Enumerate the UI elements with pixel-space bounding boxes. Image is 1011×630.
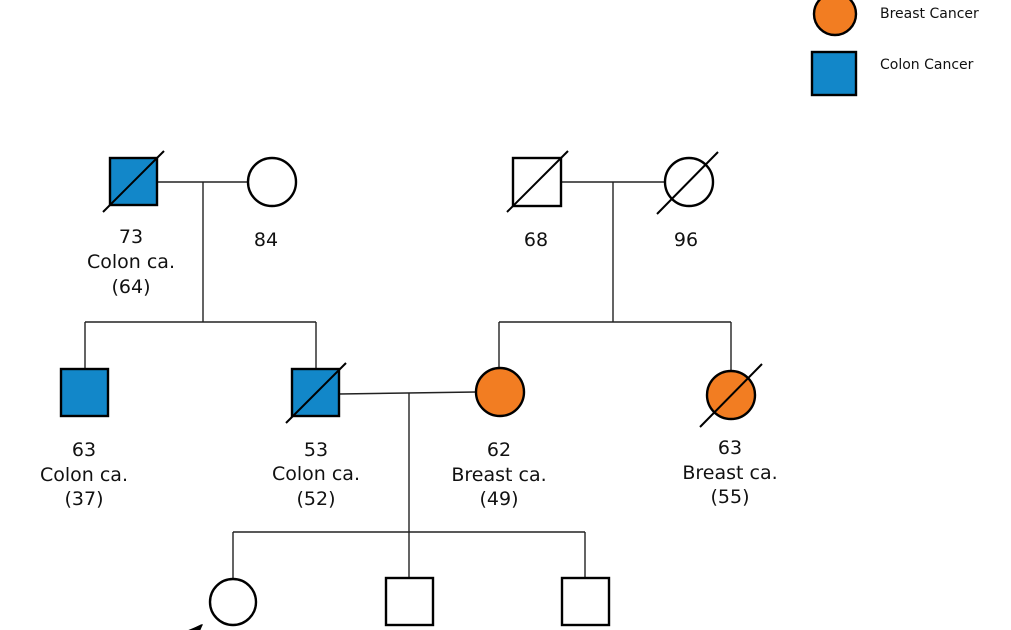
father-deceased-slash	[285, 362, 347, 424]
maternal-aunt-onset-age: (55)	[710, 486, 749, 508]
mother-diagnosis: Breast ca.	[451, 464, 546, 486]
brother-1	[384, 576, 435, 627]
paternal-uncle-age: 63	[72, 439, 96, 461]
paternal-grandmother-circle-icon	[246, 156, 298, 208]
maternal-grandmother: 96	[656, 151, 719, 251]
paternal-grandmother: 84	[246, 156, 298, 251]
pedigree-lines	[84, 181, 732, 579]
father: 53 Colon ca. (52)	[272, 362, 360, 510]
legend-colon-cancer-square-icon	[810, 50, 858, 97]
mother: 62 Breast ca. (49)	[451, 366, 547, 510]
maternal-grandfather-age: 68	[524, 229, 548, 251]
maternal-aunt-diagnosis: Breast ca.	[682, 462, 777, 484]
legend: Breast Cancer Colon Cancer	[810, 0, 979, 97]
maternal-aunt-age: 63	[718, 437, 742, 459]
legend-colon-cancer-label: Colon Cancer	[880, 57, 974, 73]
proband-circle-icon	[208, 577, 258, 627]
maternal-grandfather-deceased-slash	[506, 150, 569, 213]
paternal-grandfather-age: 73	[119, 226, 143, 248]
maternal-grandfather: 68	[506, 150, 569, 251]
maternal-grandmother-deceased-slash	[656, 151, 719, 215]
paternal-uncle: 63 Colon ca. (37)	[40, 367, 128, 510]
mother-onset-age: (49)	[479, 488, 518, 510]
brother-1-square-icon	[384, 576, 435, 627]
paternal-uncle-diagnosis: Colon ca.	[40, 464, 128, 486]
paternal-grandfather: 73 Colon ca. (64)	[87, 150, 175, 298]
father-diagnosis: Colon ca.	[272, 463, 360, 485]
father-age: 53	[304, 439, 328, 461]
brother-2-square-icon	[560, 576, 611, 627]
paternal-grandfather-diagnosis: Colon ca.	[87, 251, 175, 273]
mother-circle-icon	[474, 366, 526, 418]
paternal-uncle-square-icon	[59, 367, 110, 418]
paternal-grandmother-age: 84	[254, 229, 278, 251]
maternal-aunt: 63 Breast ca. (55)	[682, 363, 778, 508]
father-onset-age: (52)	[296, 488, 335, 510]
brother-2	[560, 576, 611, 627]
legend-breast-cancer-circle-icon	[812, 0, 858, 37]
parents-marriage-line	[338, 391, 477, 395]
mother-age: 62	[487, 439, 511, 461]
maternal-grandmother-age: 96	[674, 229, 698, 251]
maternal-aunt-deceased-slash	[699, 363, 763, 428]
paternal-uncle-onset-age: (37)	[64, 488, 103, 510]
legend-breast-cancer-label: Breast Cancer	[880, 6, 979, 22]
paternal-grandfather-onset-age: (64)	[111, 276, 150, 298]
proband-arrow-shaft	[189, 624, 203, 630]
paternal-grandfather-deceased-slash	[102, 150, 165, 213]
proband	[188, 577, 258, 630]
